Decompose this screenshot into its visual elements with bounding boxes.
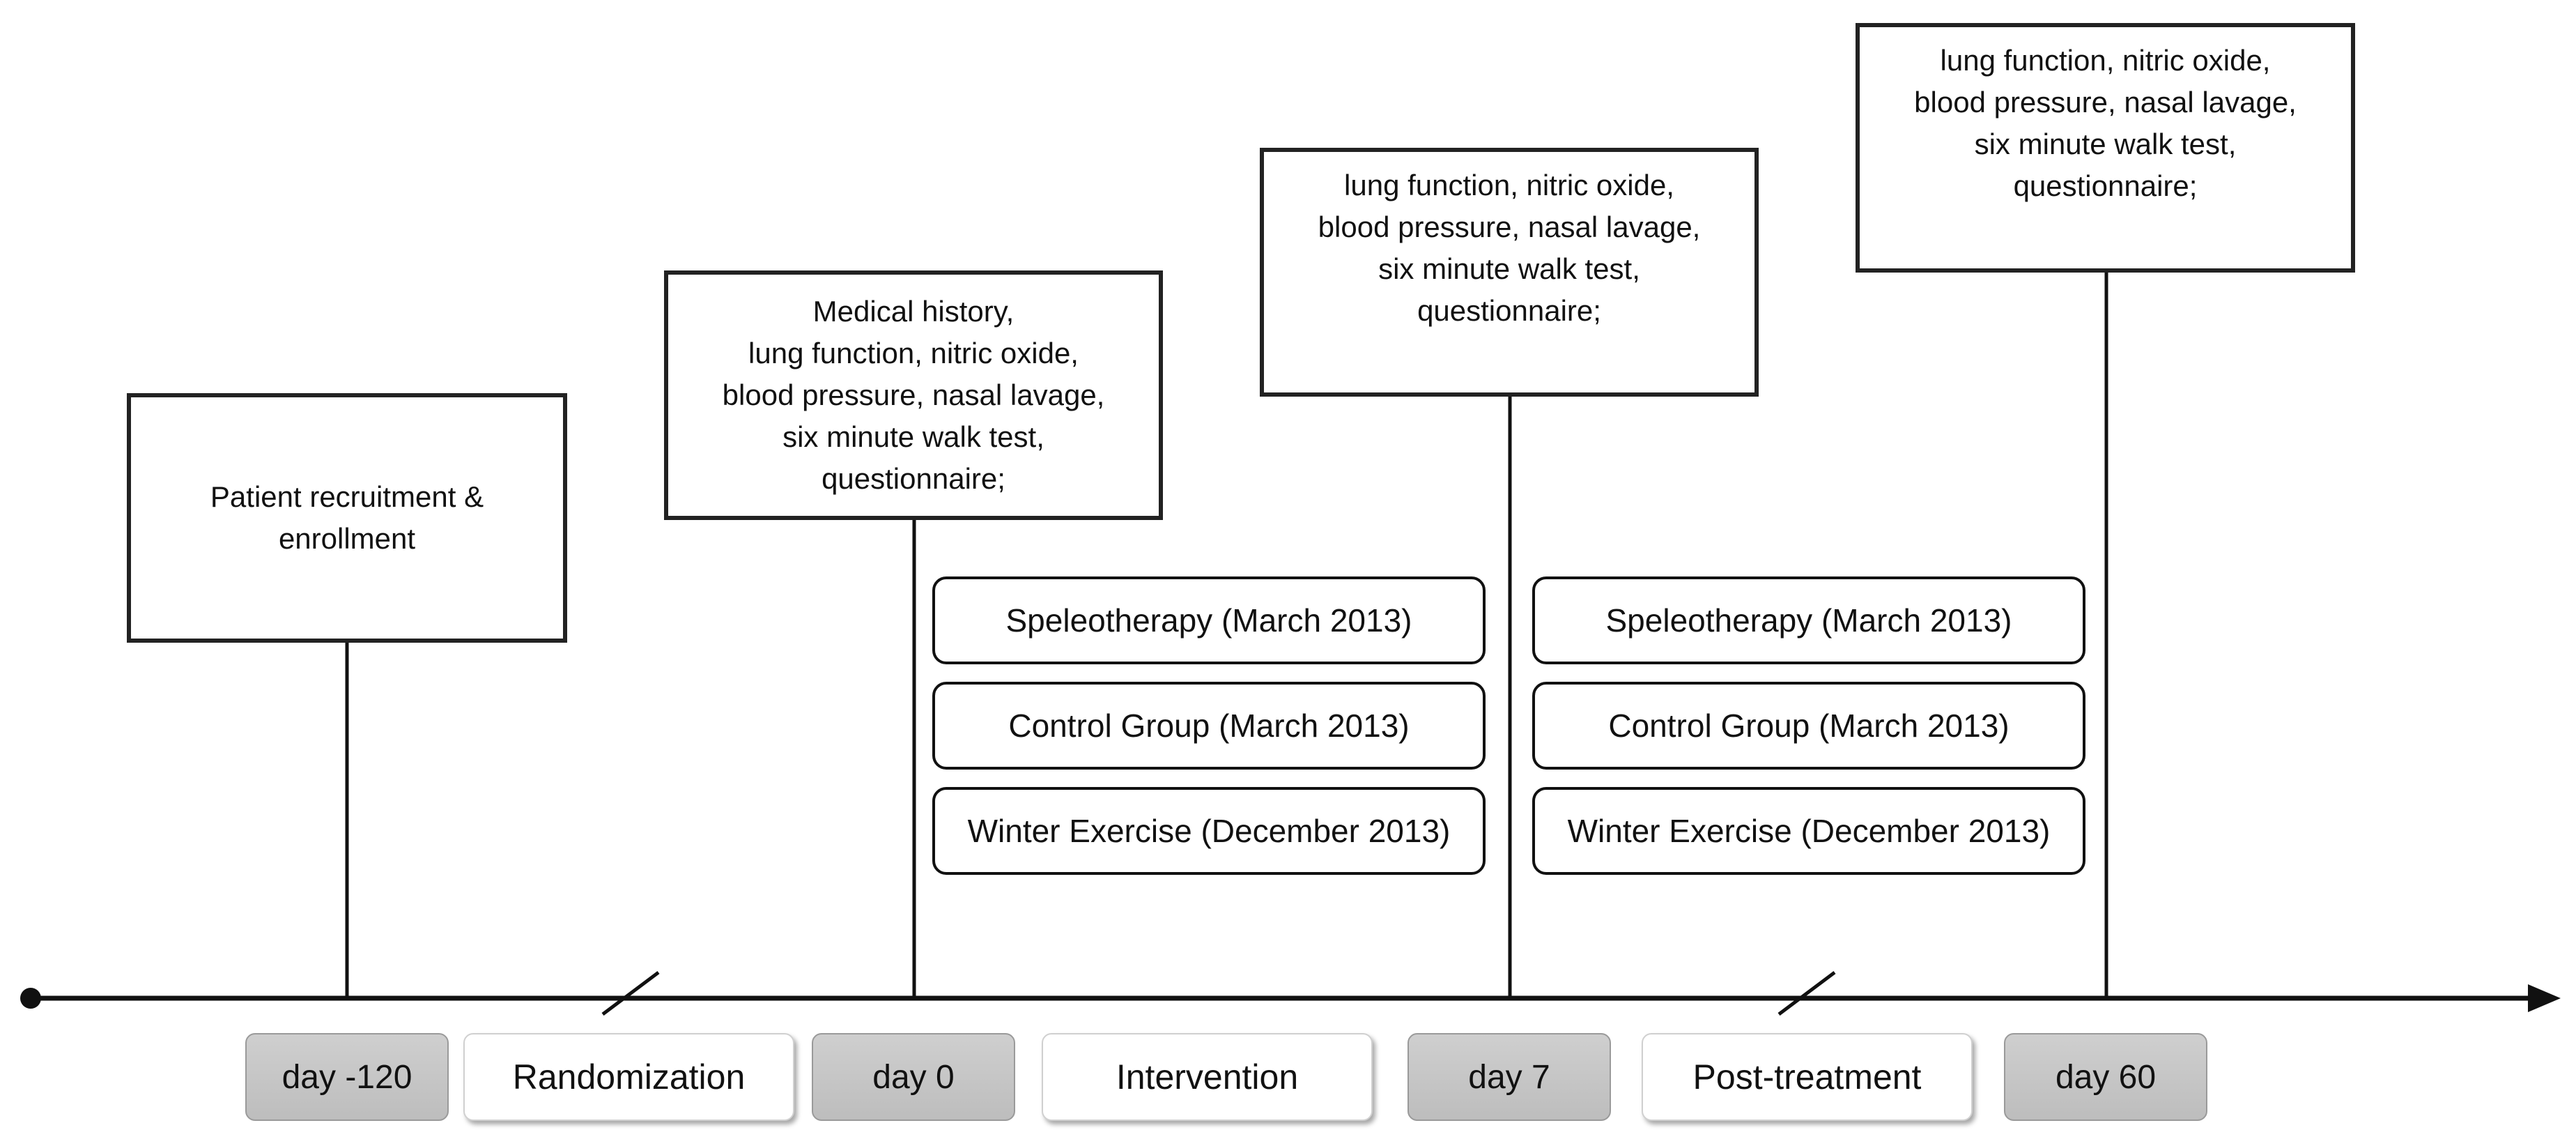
day7-assessment-text: lung function, nitric oxide, blood press…: [1318, 168, 1701, 327]
intervention-label: Intervention: [1042, 1033, 1373, 1121]
enrollment-text: Patient recruitment & enrollment: [210, 480, 484, 555]
day-60-label: day 60: [2004, 1033, 2207, 1121]
timeline-arrowhead: [2528, 984, 2561, 1012]
baseline-assessment-text: Medical history, lung function, nitric o…: [722, 295, 1105, 495]
time-break-mark-2: [1777, 971, 1836, 1016]
day60-assessment-text: lung function, nitric oxide, blood press…: [1914, 44, 2297, 202]
randomization-label: Randomization: [463, 1033, 794, 1121]
enrollment-box: Patient recruitment & enrollment: [127, 393, 567, 643]
day60-assessment-box: lung function, nitric oxide, blood press…: [1856, 23, 2355, 273]
day-minus-120-label: day -120: [245, 1033, 449, 1121]
intervention-speleotherapy-box: Speleotherapy (March 2013): [932, 576, 1486, 664]
time-break-mark-1: [601, 971, 660, 1016]
timeline-start-dot: [20, 988, 41, 1009]
post-control-box: Control Group (March 2013): [1532, 682, 2085, 770]
post-treatment-label: Post-treatment: [1642, 1033, 1973, 1121]
post-winter-box: Winter Exercise (December 2013): [1532, 787, 2085, 875]
day-7-label: day 7: [1407, 1033, 1611, 1121]
baseline-assessment-box: Medical history, lung function, nitric o…: [664, 270, 1163, 520]
intervention-winter-box: Winter Exercise (December 2013): [932, 787, 1486, 875]
post-speleotherapy-box: Speleotherapy (March 2013): [1532, 576, 2085, 664]
day7-assessment-box: lung function, nitric oxide, blood press…: [1260, 148, 1759, 397]
intervention-control-box: Control Group (March 2013): [932, 682, 1486, 770]
day-0-label: day 0: [812, 1033, 1015, 1121]
